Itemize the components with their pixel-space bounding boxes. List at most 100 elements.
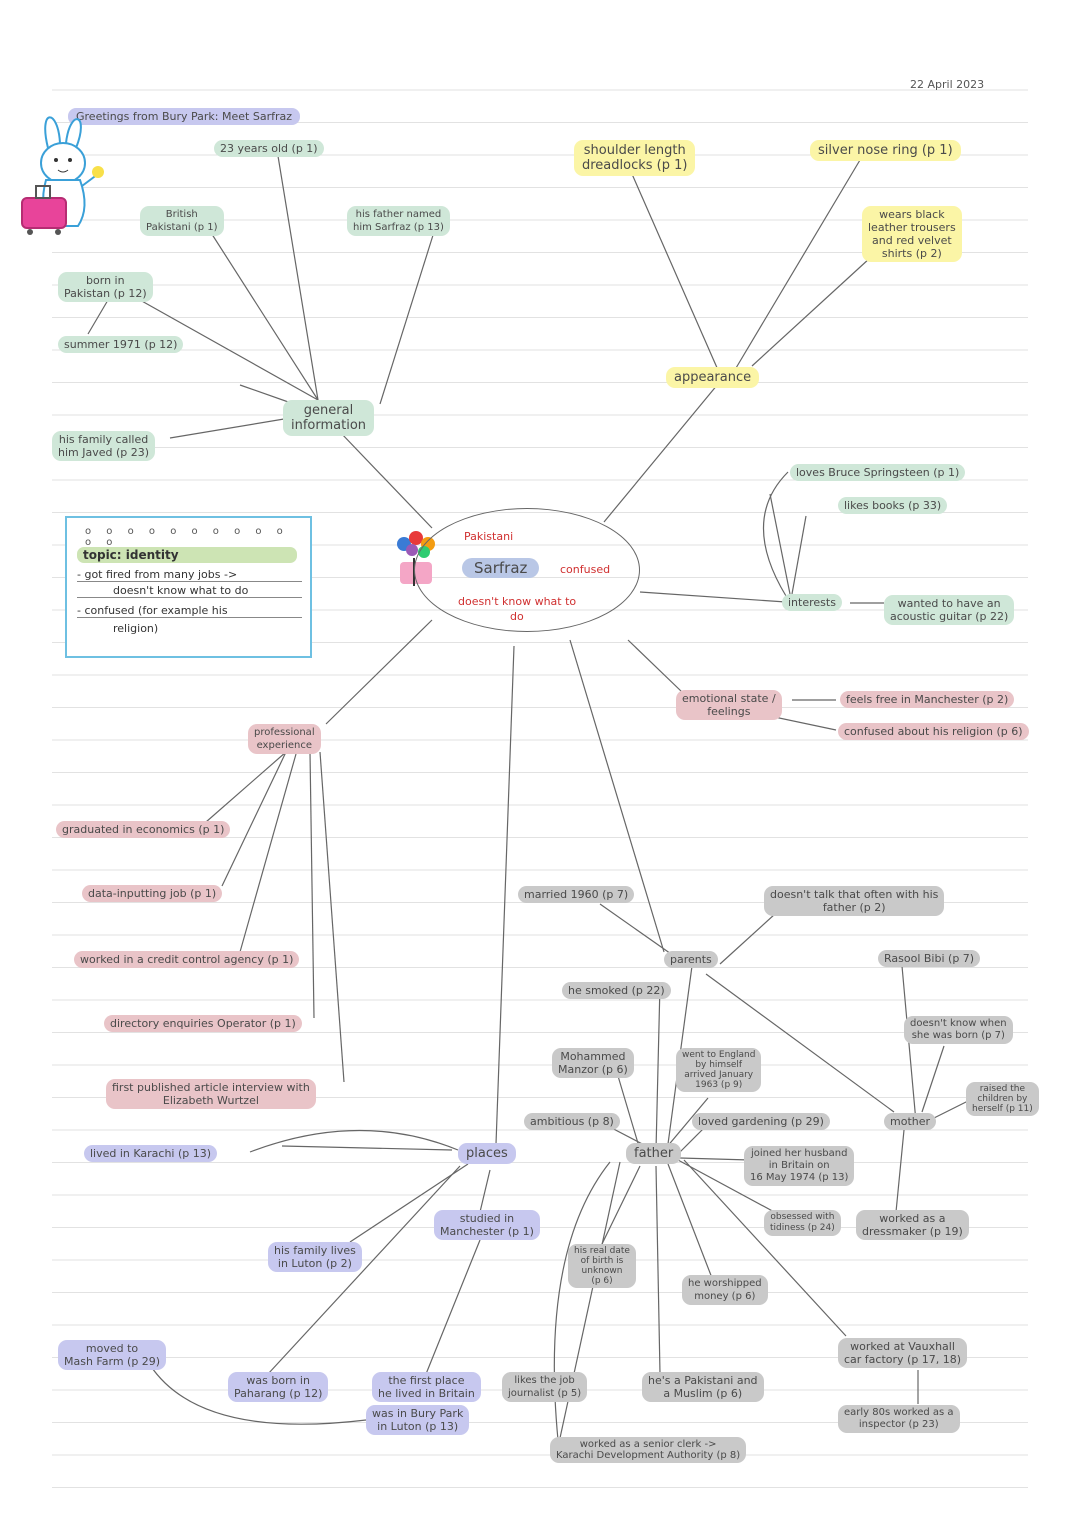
connector-line <box>599 903 675 957</box>
node-line: car factory (p 17, 18) <box>844 1353 962 1366</box>
node-line: likes books (p 33) <box>844 499 942 512</box>
node-line: raised the <box>979 1084 1026 1094</box>
connector-line <box>239 384 295 405</box>
topic-note-box: o o o o o o o o o o o o topic: identity … <box>65 516 312 658</box>
node-line: emotional state / <box>682 692 776 705</box>
connector-line <box>339 431 433 529</box>
node-line: doesn't talk that often with his <box>770 888 939 901</box>
node-line: father <box>634 1146 674 1161</box>
node-line: Mash Farm (p 29) <box>64 1355 161 1368</box>
node-free: feels free in Manchester (p 2) <box>840 691 1015 708</box>
node-line: Manzor (p 6) <box>558 1063 628 1076</box>
node-line: his real date <box>574 1246 630 1256</box>
node-line: (p 6) <box>591 1276 613 1286</box>
node-line: Paharang (p 12) <box>234 1387 323 1400</box>
node-line: wears black <box>879 208 945 221</box>
node-line: obsessed with <box>770 1212 835 1222</box>
connector-line <box>87 299 109 335</box>
node-line: was born in <box>246 1374 310 1387</box>
node-line: worked as a <box>879 1212 946 1225</box>
note-line-1: - got fired from many jobs -> <box>77 568 302 582</box>
node-line: his father named <box>355 209 442 220</box>
note-line-4: religion) <box>113 622 159 635</box>
connector-line <box>221 751 287 887</box>
node-line: worked at Vauxhall <box>850 1340 955 1353</box>
node-line: tidiness (p 24) <box>770 1223 835 1233</box>
connector-line <box>281 1145 453 1151</box>
node-line: children by <box>977 1094 1028 1104</box>
node-line: he smoked (p 22) <box>568 984 665 997</box>
node-line: places <box>466 1146 508 1161</box>
node-line: he worshipped <box>688 1278 762 1289</box>
connector-curve <box>149 1364 367 1425</box>
node-senior-clerk: worked as a senior clerk ->Karachi Devel… <box>550 1437 747 1463</box>
node-line: shoulder length <box>583 143 686 158</box>
node-line: dressmaker (p 19) <box>862 1225 963 1238</box>
node-line: first published article interview with <box>112 1081 310 1094</box>
connector-line <box>267 1165 461 1375</box>
connector-line <box>309 751 315 1019</box>
connector-line <box>169 417 291 439</box>
connector-line <box>655 1165 661 1375</box>
note-line-2: doesn't know what to do <box>77 584 302 598</box>
node-line: interests <box>788 596 836 609</box>
node-springsteen: loves Bruce Springsteen (p 1) <box>790 464 966 481</box>
node-line: ambitious (p 8) <box>530 1115 614 1128</box>
bunny-with-suitcase-icon <box>21 116 104 235</box>
node-directory: directory enquiries Operator (p 1) <box>104 1015 302 1032</box>
connector-line <box>631 173 719 371</box>
node-line: lived in Karachi (p 13) <box>90 1147 212 1160</box>
node-graduated: graduated in economics (p 1) <box>56 821 231 838</box>
node-line: and red velvet <box>872 234 952 247</box>
node-smoked: he smoked (p 22) <box>562 982 671 999</box>
node-line: father (p 2) <box>822 901 886 914</box>
node-line: acoustic guitar (p 22) <box>890 610 1009 623</box>
node-line: Karachi Development Authority (p 8) <box>556 1450 741 1461</box>
connector-line <box>139 299 319 401</box>
node-karachi: lived in Karachi (p 13) <box>84 1145 218 1162</box>
connector-line <box>495 645 515 1145</box>
node-line: studied in <box>459 1212 515 1225</box>
connector-line <box>239 753 297 953</box>
node-line: in Luton (p 2) <box>277 1257 352 1270</box>
node-religion: confused about his religion (p 6) <box>838 723 1029 740</box>
node-line: Elizabeth Wurtzel <box>162 1094 259 1107</box>
connector-line <box>735 159 861 369</box>
node-line: summer 1971 (p 12) <box>64 338 178 351</box>
connector-line <box>901 965 917 1123</box>
node-line: likes the job <box>514 1375 575 1386</box>
node-line: she was born (p 7) <box>911 1030 1005 1041</box>
node-line: confused about his religion (p 6) <box>844 725 1023 738</box>
central-node-ellipse <box>414 508 640 632</box>
node-line: money (p 6) <box>694 1291 756 1302</box>
node-line: wanted to have an <box>897 597 1001 610</box>
connector-line <box>791 515 807 595</box>
node-line: Pakistan (p 12) <box>64 287 147 300</box>
node-line: his family lives <box>274 1244 356 1257</box>
node-line: moved to <box>85 1342 139 1355</box>
connector-line <box>679 1157 751 1161</box>
node-appearance: appearance <box>666 367 760 388</box>
connector-line <box>425 1239 481 1375</box>
node-line: information <box>291 418 367 433</box>
node-line: arrived January <box>684 1070 754 1080</box>
node-father: father <box>626 1143 682 1164</box>
node-line: data-inputting job (p 1) <box>88 887 217 900</box>
connector-line <box>627 639 683 693</box>
node-line: a Muslim (p 6) <box>663 1387 743 1400</box>
note-topic: topic: identity <box>77 547 297 563</box>
